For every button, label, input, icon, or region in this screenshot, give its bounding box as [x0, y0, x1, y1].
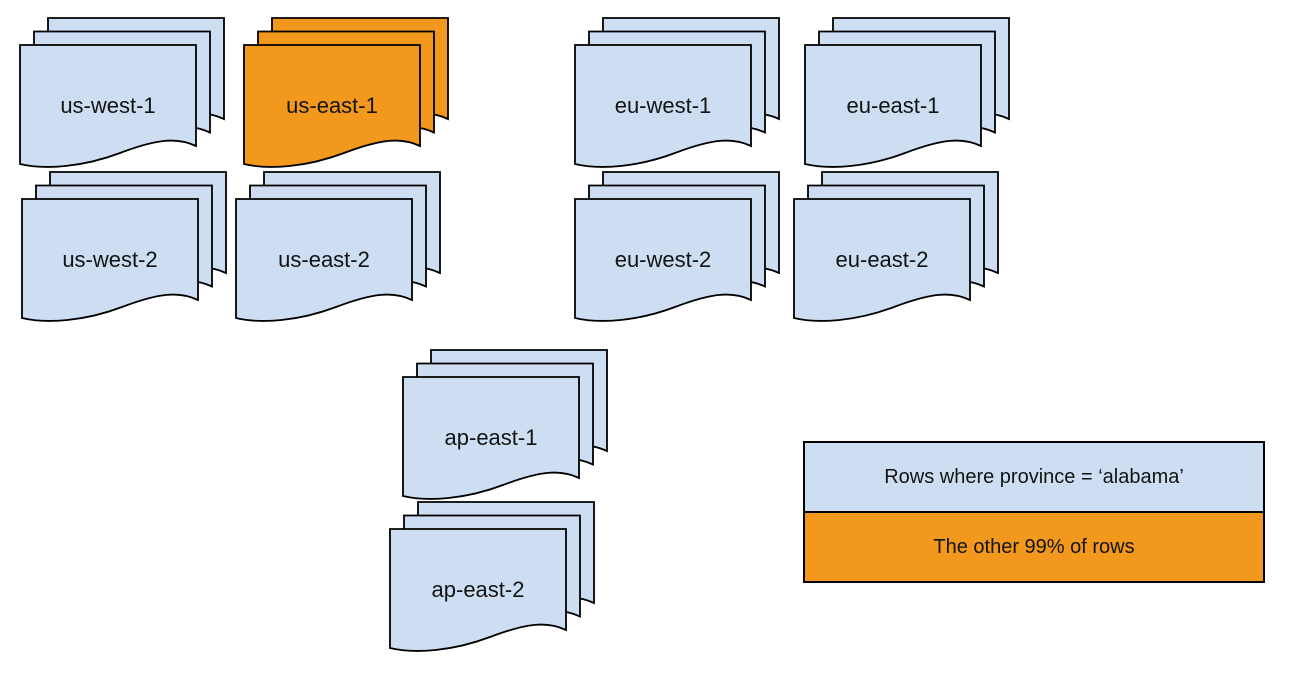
doc-stack-us-east-1: us-east-1	[243, 17, 449, 175]
document-stack-icon: us-east-1	[243, 17, 449, 168]
document-stack-icon: ap-east-2	[389, 501, 595, 652]
document-stack-icon: ap-east-1	[402, 349, 608, 500]
doc-stack-eu-east-1: eu-east-1	[804, 17, 1010, 175]
document-stack-icon: us-west-1	[19, 17, 225, 168]
document-page-front: us-west-2	[21, 198, 199, 322]
region-label: eu-east-2	[836, 247, 929, 272]
document-stack-icon: eu-east-1	[804, 17, 1010, 168]
doc-stack-ap-east-2: ap-east-2	[389, 501, 595, 659]
doc-stack-eu-east-2: eu-east-2	[793, 171, 999, 329]
region-label: eu-east-1	[847, 93, 940, 118]
document-stack-icon: eu-west-1	[574, 17, 780, 168]
doc-stack-eu-west-1: eu-west-1	[574, 17, 780, 175]
document-stack-icon: eu-east-2	[793, 171, 999, 322]
region-label: us-west-2	[62, 247, 157, 272]
document-stack-icon: us-west-2	[21, 171, 227, 322]
document-page-front: us-east-1	[243, 44, 421, 168]
document-page-front: eu-west-1	[574, 44, 752, 168]
region-label: eu-west-2	[615, 247, 712, 272]
doc-stack-ap-east-1: ap-east-1	[402, 349, 608, 507]
document-page-front: ap-east-1	[402, 376, 580, 500]
region-label: us-east-1	[286, 93, 378, 118]
region-label: us-west-1	[60, 93, 155, 118]
region-label: eu-west-1	[615, 93, 712, 118]
document-page-front: eu-east-2	[793, 198, 971, 322]
doc-stack-us-west-1: us-west-1	[19, 17, 225, 175]
document-page-front: eu-east-1	[804, 44, 982, 168]
document-stack-icon: us-east-2	[235, 171, 441, 322]
doc-stack-eu-west-2: eu-west-2	[574, 171, 780, 329]
document-page-front: eu-west-2	[574, 198, 752, 322]
legend-label-other-rows: The other 99% of rows	[933, 535, 1135, 558]
legend-label-alabama-rows: Rows where province = ‘alabama’	[884, 465, 1184, 488]
document-page-front: us-west-1	[19, 44, 197, 168]
region-label: ap-east-2	[432, 577, 525, 602]
region-label: us-east-2	[278, 247, 370, 272]
legend-item-alabama-rows: Rows where province = ‘alabama’	[805, 443, 1263, 513]
legend: Rows where province = ‘alabama’ The othe…	[803, 441, 1265, 583]
document-page-front: us-east-2	[235, 198, 413, 322]
doc-stack-us-west-2: us-west-2	[21, 171, 227, 329]
document-page-front: ap-east-2	[389, 528, 567, 652]
legend-item-other-rows: The other 99% of rows	[805, 513, 1263, 581]
region-label: ap-east-1	[445, 425, 538, 450]
document-stack-icon: eu-west-2	[574, 171, 780, 322]
doc-stack-us-east-2: us-east-2	[235, 171, 441, 329]
